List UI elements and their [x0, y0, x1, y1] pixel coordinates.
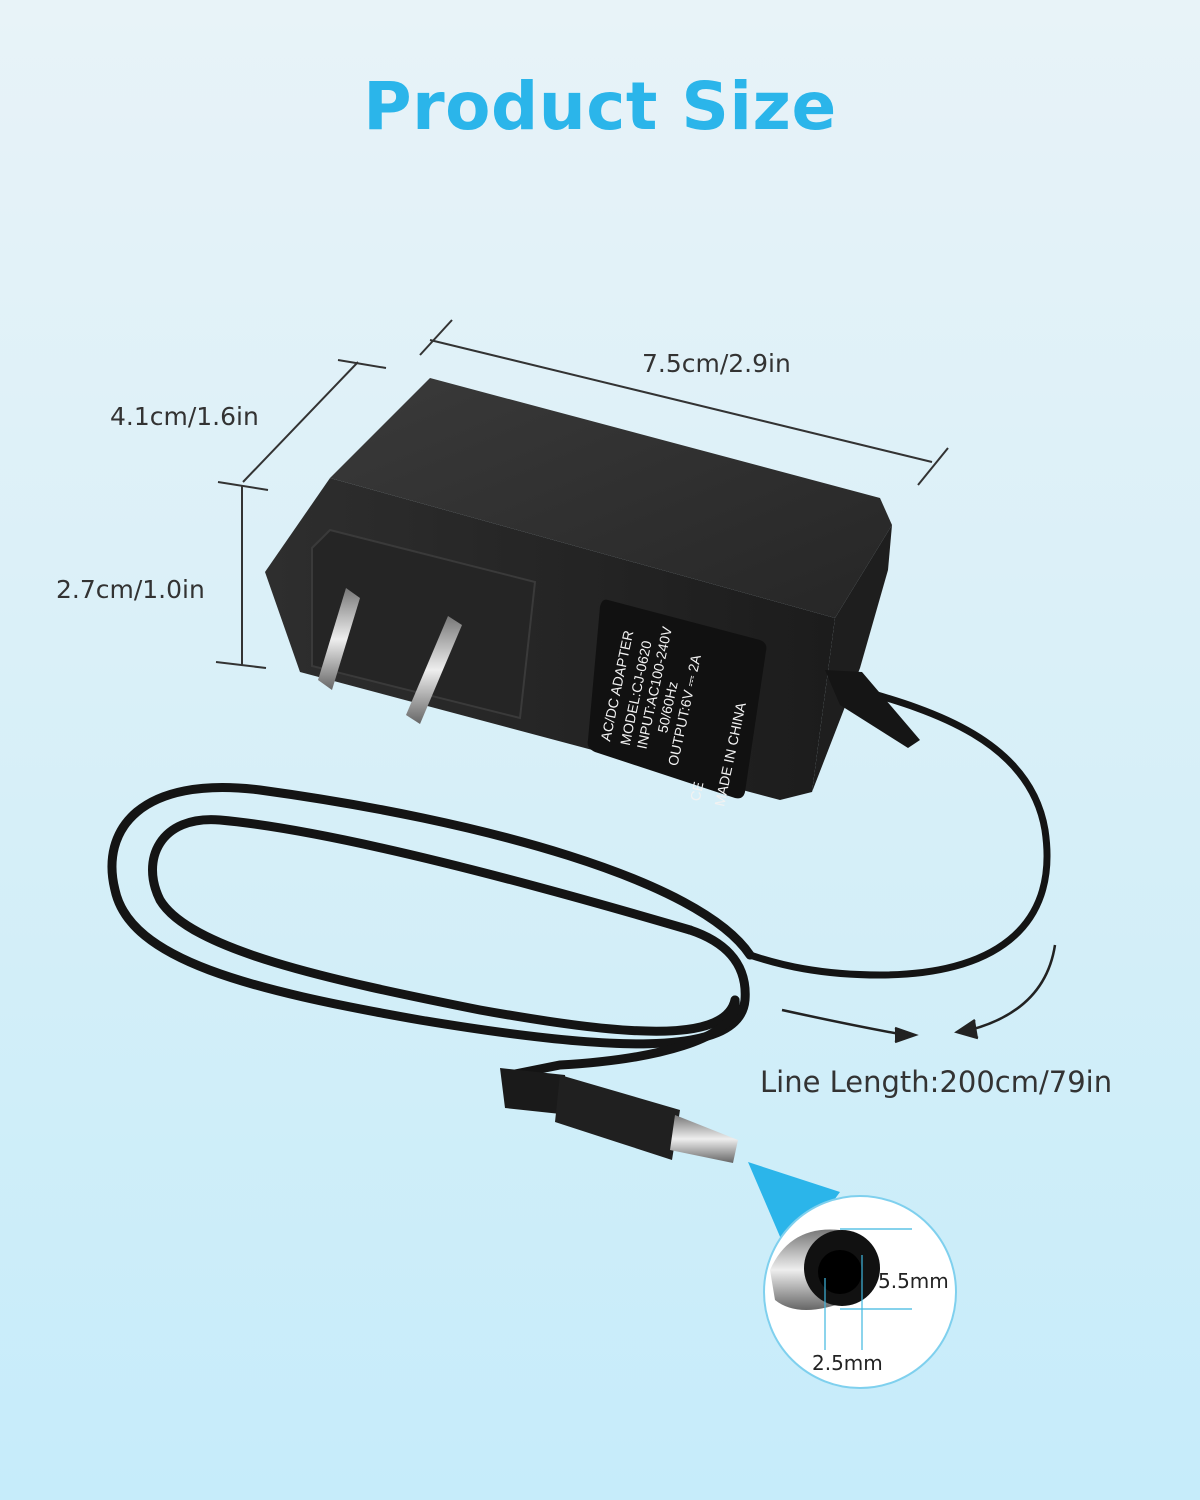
page-title: Product Size: [363, 68, 837, 145]
adapter-body: AC/DC ADAPTER MODEL:CJ-0620 INPUT:AC100-…: [265, 378, 920, 808]
prong-left: [318, 588, 360, 690]
length-label: 7.5cm/2.9in: [642, 349, 791, 378]
inner-diameter-label: 2.5mm: [812, 1351, 883, 1375]
line-length-arrows: [781, 944, 1057, 1044]
adapter-label-text: AC/DC ADAPTER MODEL:CJ-0620 INPUT:AC100-…: [597, 625, 749, 808]
cable: [107, 686, 1051, 1080]
prong-right: [406, 616, 462, 724]
line-length-label: Line Length:200cm/79in: [760, 1065, 1112, 1099]
connector-zoom: 5.5mm 2.5mm: [748, 1162, 957, 1389]
dimension-lines: [215, 319, 949, 669]
outer-diameter-label: 5.5mm: [878, 1269, 949, 1293]
adapter-label-plate: [587, 599, 767, 799]
height-label: 2.7cm/1.0in: [56, 575, 205, 604]
dc-plug: [500, 1068, 738, 1163]
depth-label: 4.1cm/1.6in: [110, 402, 259, 431]
svg-text:CE: CE: [687, 780, 707, 802]
